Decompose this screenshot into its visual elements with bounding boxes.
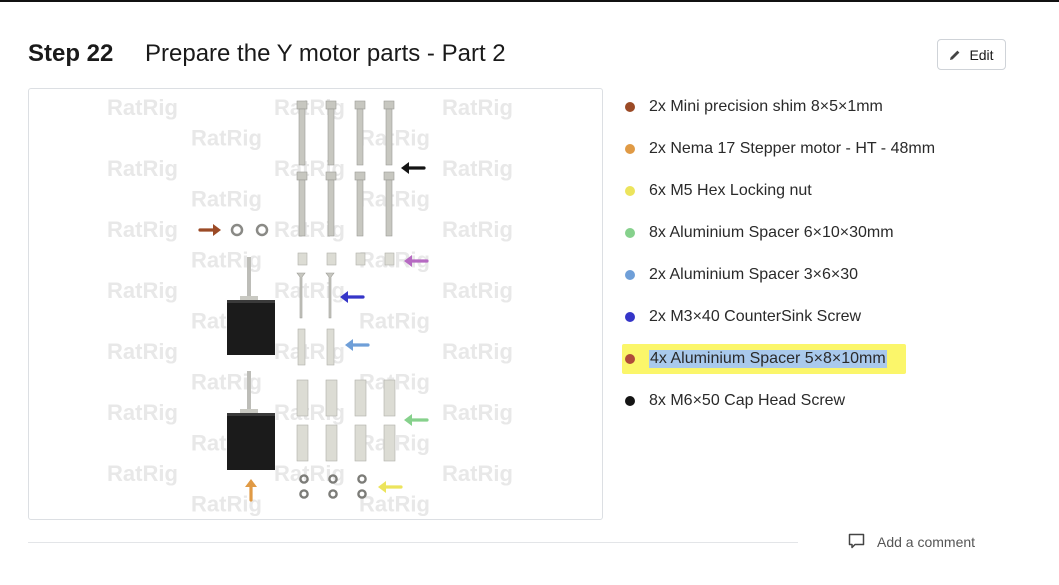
cap-head-screw: [383, 171, 395, 237]
countersink-screws: [296, 272, 335, 319]
watermark-text: RatRig: [359, 492, 430, 517]
cap-head-screw: [296, 100, 308, 166]
add-comment-label: Add a comment: [877, 533, 976, 550]
watermark-text: RatRig: [107, 278, 178, 303]
watermark-text: RatRig: [191, 248, 262, 273]
watermark-text: RatRig: [191, 187, 262, 212]
comment-icon: [848, 533, 865, 549]
part-list-item-text: 2x Mini precision shim 8×5×1mm: [649, 98, 883, 115]
watermark-text: RatRig: [442, 95, 513, 120]
callout-arrow: [404, 255, 429, 267]
cap-head-screw: [325, 100, 337, 166]
watermark-text: RatRig: [107, 95, 178, 120]
watermark-text: RatRig: [274, 278, 345, 303]
shim-part: [230, 223, 244, 237]
bullet-color-dot: [625, 396, 635, 406]
watermark-text: RatRig: [442, 156, 513, 181]
part-list-item: 2x M3×40 CounterSink Screw: [622, 296, 1042, 338]
bullet-color-dot: [625, 312, 635, 322]
spacers-6x10x30: [296, 379, 396, 462]
callout-arrow: [245, 479, 257, 502]
step-number: Step 22: [28, 40, 114, 67]
bullet-color-dot: [625, 354, 635, 364]
part-list-item-text: 6x M5 Hex Locking nut: [649, 182, 812, 199]
part-list-item-text: 8x Aluminium Spacer 6×10×30mm: [649, 224, 894, 241]
watermark-text: RatRig: [359, 187, 430, 212]
callout-arrow: [401, 162, 426, 174]
part-list-item-text: 2x Nema 17 Stepper motor - HT - 48mm: [649, 140, 936, 157]
part-list-item: 8x Aluminium Spacer 6×10×30mm: [622, 212, 1042, 254]
part-list-item-text: 2x M3×40 CounterSink Screw: [649, 308, 862, 325]
part-list-item-text: 8x M6×50 Cap Head Screw: [649, 392, 846, 409]
watermark-text: RatRig: [107, 400, 178, 425]
callout-arrow: [340, 291, 365, 303]
watermark-text: RatRig: [442, 461, 513, 486]
bullet-color-dot: [625, 102, 635, 112]
bullet-color-dot: [625, 144, 635, 154]
callout-arrows: [198, 162, 429, 502]
part-list-item: 2x Mini precision shim 8×5×1mm: [622, 86, 1042, 128]
shim-part: [255, 223, 269, 237]
part-list-item: 8x M6×50 Cap Head Screw: [622, 380, 1042, 422]
hex-nuts: [299, 474, 367, 499]
callout-arrow: [345, 339, 370, 351]
watermark-text: RatRig: [191, 126, 262, 151]
watermark-text: RatRig: [359, 309, 430, 334]
watermark-text: RatRig: [442, 339, 513, 364]
watermark-text: RatRig: [107, 339, 178, 364]
part-list-item: 4x Aluminium Spacer 5×8×10mm: [622, 338, 1042, 380]
spacers-3x6x30: [297, 328, 335, 366]
watermark-text: RatRig: [442, 217, 513, 242]
parts-list: 2x Mini precision shim 8×5×1mm 2x Nema 17…: [622, 86, 1042, 422]
watermark-text: RatRig: [442, 400, 513, 425]
add-comment-button[interactable]: Add a comment: [848, 533, 975, 550]
bullet-color-dot: [625, 228, 635, 238]
cap-head-screw: [354, 171, 366, 237]
cap-head-screws: [296, 100, 395, 237]
watermark-text: RatRig: [107, 217, 178, 242]
callout-arrow: [378, 481, 403, 493]
part-list-item: 2x Aluminium Spacer 3×6×30: [622, 254, 1042, 296]
part-list-item-text: 4x Aluminium Spacer 5×8×10mm: [649, 350, 887, 368]
stepper-motor: [227, 371, 275, 470]
edit-button[interactable]: Edit: [937, 39, 1006, 70]
watermark-text: RatRig: [191, 370, 262, 395]
pencil-icon: [950, 50, 960, 60]
stepper-motor: [227, 257, 275, 355]
callout-arrow: [198, 224, 221, 236]
cap-head-screw: [383, 100, 395, 166]
callout-arrow: [404, 414, 429, 426]
part-list-item: 2x Nema 17 Stepper motor - HT - 48mm: [622, 128, 1042, 170]
small-spacers: [297, 252, 395, 266]
edit-button-label: Edit: [969, 46, 994, 63]
watermark-text: RatRig: [107, 461, 178, 486]
watermark-text: RatRig: [107, 156, 178, 181]
watermark-text: RatRig: [442, 278, 513, 303]
cap-head-screw: [354, 100, 366, 166]
bullet-color-dot: [625, 186, 635, 196]
divider: [28, 542, 798, 543]
step-title: Prepare the Y motor parts - Part 2: [145, 40, 506, 67]
cap-head-screw: [325, 171, 337, 237]
part-list-item-text: 2x Aluminium Spacer 3×6×30: [649, 266, 859, 283]
watermark-text: RatRig: [359, 126, 430, 151]
bullet-color-dot: [625, 270, 635, 280]
cap-head-screw: [296, 171, 308, 237]
part-list-item: 6x M5 Hex Locking nut: [622, 170, 1042, 212]
top-border: [0, 0, 1059, 2]
